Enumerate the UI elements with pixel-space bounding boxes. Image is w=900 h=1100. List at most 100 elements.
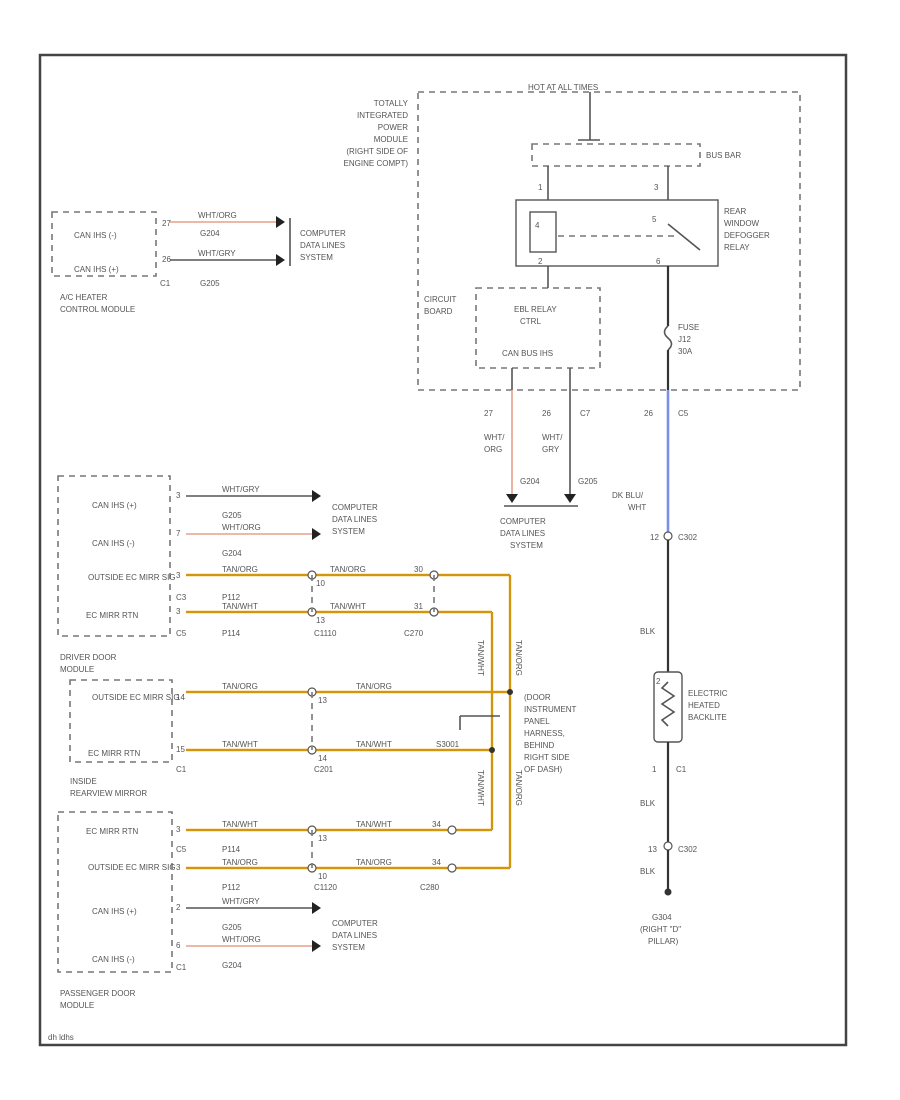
dd-splice-1: G205 (222, 511, 242, 520)
tipm-cds-2: DATA LINES (500, 529, 545, 538)
tipm-wire-wht-org-2: ORG (484, 445, 502, 454)
tipm-label-6: ENGINE COMPT) (344, 159, 409, 168)
dd-p3-a: 30 (414, 565, 423, 574)
pd-pin-3a: 3 (176, 825, 181, 834)
tipm-splice-g204: G204 (520, 477, 540, 486)
relay-switch-contact (667, 223, 701, 251)
relay-label-4: RELAY (724, 243, 750, 252)
ebl-ctrl-box (475, 287, 601, 369)
rear-blk-2: BLK (640, 799, 656, 808)
pd-conn-c5: C5 (176, 845, 187, 854)
fuse-symbol (663, 325, 673, 351)
mirror-name-1: INSIDE (70, 777, 97, 786)
pd-label-ec-rtn: EC MIRR RTN (86, 827, 139, 836)
ground-label-2: (RIGHT "D" (640, 925, 681, 934)
pd-splice-1: P114 (222, 845, 241, 854)
relay-pin-3: 3 (654, 183, 659, 192)
tipm-out-pin-27: 27 (484, 409, 493, 418)
harness-3: PANEL (524, 717, 550, 726)
tipm-wire-wht-gry-1: WHT/ (542, 433, 563, 442)
backlite-label-2: HEATED (688, 701, 720, 710)
dd-wire-label-1: WHT/GRY (222, 485, 260, 494)
dd-p3-b: 31 (414, 602, 423, 611)
dd-label-can-plus: CAN IHS (+) (92, 501, 137, 510)
bus-bar-label: BUS BAR (706, 151, 741, 160)
relay-pin-2: 2 (538, 257, 543, 266)
splice-dot-2 (489, 747, 495, 753)
ac-pin-label-1: CAN IHS (-) (74, 231, 117, 240)
passenger-door-box (57, 811, 173, 973)
harness-4: HARNESS, (524, 729, 565, 738)
mirror-wire-label-3: TAN/ORG (356, 682, 392, 691)
pd-wire-label-1: TAN/WHT (222, 820, 258, 829)
pd-wire-label-4: TAN/ORG (356, 858, 392, 867)
pd-arrow-1 (312, 902, 321, 914)
relay-label-3: DEFOGGER (724, 231, 770, 240)
tipm-out-pin-26b: 26 (644, 409, 653, 418)
vert-label-2: TAN/ORG (514, 640, 523, 676)
dd-arrow-2 (312, 528, 321, 540)
ac-module-name-2: CONTROL MODULE (60, 305, 135, 314)
dd-cds-2: DATA LINES (332, 515, 377, 524)
can-bus-label: CAN BUS IHS (502, 349, 553, 358)
ac-arrow-1 (276, 216, 285, 228)
dd-pin-3c: 3 (176, 607, 181, 616)
vert-label-1: TAN/WHT (476, 640, 485, 676)
dd-p2-a: 10 (316, 579, 325, 588)
ac-pin-label-2: CAN IHS (+) (74, 265, 119, 274)
mirror-name-2: REARVIEW MIRROR (70, 789, 147, 798)
ac-pin-27: 27 (162, 219, 171, 228)
pd-conn-c1120: C1120 (314, 883, 338, 892)
ac-module-name-1: A/C HEATER (60, 293, 108, 302)
rear-conn-top: C302 (678, 533, 698, 542)
dd-conn-c3: C3 (176, 593, 187, 602)
tipm-label: TOTALLY INTEGRATED POWER MODULE (RIGHT S… (344, 99, 409, 168)
mirror-wire-label-4: TAN/WHT (356, 740, 392, 749)
ac-module-box (51, 211, 157, 277)
pd-conn-pin-c (447, 825, 457, 835)
dd-pin-3b: 3 (176, 571, 181, 580)
fuse-label-2: J12 (678, 335, 691, 344)
ground-label-1: G304 (652, 913, 672, 922)
dd-wire-label-5: TAN/ORG (330, 565, 366, 574)
backlite-grid (660, 681, 676, 727)
ac-cds-3: SYSTEM (300, 253, 333, 262)
dd-label-outside-ec: OUTSIDE EC MIRR SIG (88, 573, 176, 582)
tipm-splice-g205: G205 (578, 477, 598, 486)
vert-label-4: TAN/ORG (514, 770, 523, 806)
harness-2: INSTRUMENT (524, 705, 577, 714)
tipm-out-pin-26a: 26 (542, 409, 551, 418)
passenger-door-name-1: PASSENGER DOOR (60, 989, 136, 998)
pd-p3-a: 34 (432, 820, 441, 829)
ebl-ctrl-label-1: EBL RELAY (514, 305, 557, 314)
mirror-splice-s3001: S3001 (436, 740, 460, 749)
ac-pin-26: 26 (162, 255, 171, 264)
c302-pin-13 (663, 841, 673, 851)
dd-pin-3a: 3 (176, 491, 181, 500)
pd-label-can-minus: CAN IHS (-) (92, 955, 135, 964)
tipm-box (417, 91, 801, 391)
pd-wire-label-2: TAN/ORG (222, 858, 258, 867)
rear-c1: C1 (676, 765, 687, 774)
dd-cds-1: COMPUTER (332, 503, 378, 512)
mirror-conn-c201: C201 (314, 765, 334, 774)
hot-at-all-times-label: HOT AT ALL TIMES (528, 83, 598, 92)
tipm-label-4: MODULE (374, 135, 408, 144)
splice-dot-1 (507, 689, 513, 695)
dd-pin-7: 7 (176, 529, 181, 538)
pd-splice-4: G204 (222, 961, 242, 970)
mirror-wire-label-1: TAN/ORG (222, 682, 258, 691)
harness-label: (DOOR INSTRUMENT PANEL HARNESS, BEHIND R… (524, 693, 577, 774)
backlite-label-1: ELECTRIC (688, 689, 728, 698)
defogger-relay (515, 199, 719, 267)
tipm-label-5: (RIGHT SIDE OF (346, 147, 408, 156)
tipm-cds-1: COMPUTER (500, 517, 546, 526)
harness-7: OF DASH) (524, 765, 563, 774)
rear-pin-bot: 13 (648, 845, 657, 854)
arrow-g204-tipm (506, 494, 518, 503)
ebl-ctrl-label-2: CTRL (520, 317, 541, 326)
rear-blk-3: BLK (640, 867, 656, 876)
relay-pin-4: 4 (535, 221, 540, 230)
ac-wire-label-2: WHT/GRY (198, 249, 236, 258)
